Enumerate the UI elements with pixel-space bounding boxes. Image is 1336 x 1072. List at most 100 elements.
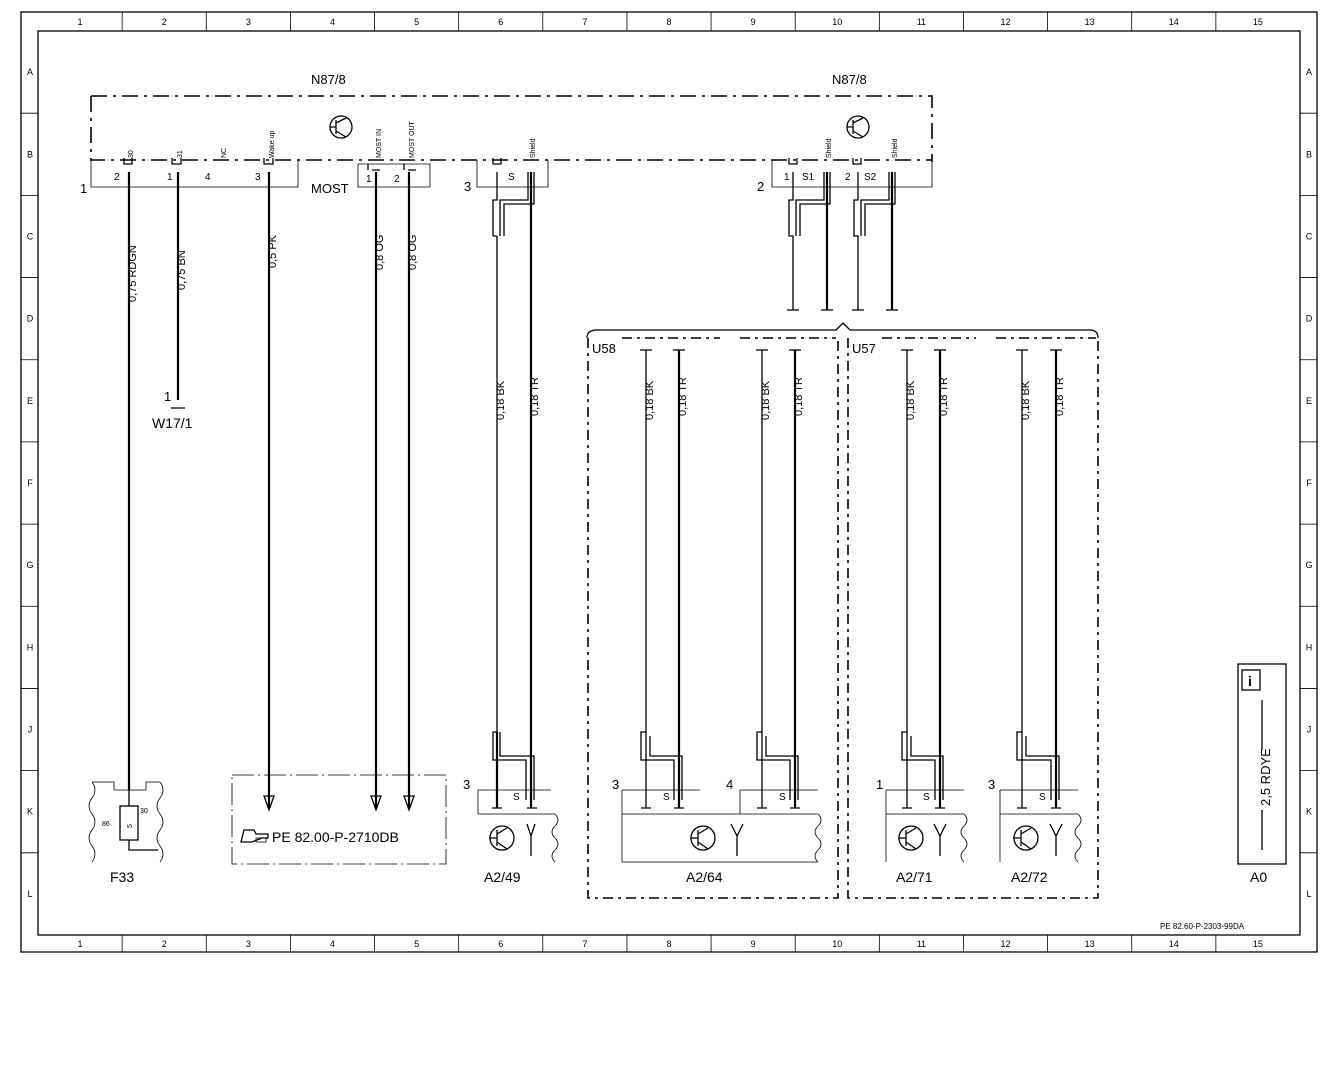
grid-row-label: H bbox=[27, 642, 34, 652]
a2-71-pin: 1 bbox=[876, 777, 883, 792]
a2-64: 3 4 S S A2/64 bbox=[612, 777, 822, 885]
grid-column-label: 10 bbox=[832, 17, 842, 27]
grid-column-label: 9 bbox=[751, 939, 756, 949]
grid-column-label: 11 bbox=[917, 939, 926, 949]
most-label: MOST bbox=[311, 181, 349, 196]
pin-label-nc: NC bbox=[221, 148, 228, 158]
w17-pin: 1 bbox=[164, 389, 171, 404]
connector-3-top: 3 S Shield bbox=[464, 138, 537, 194]
pin-label-most-out: MOST OUT bbox=[409, 120, 416, 158]
grid-row-label: C bbox=[1306, 231, 1313, 241]
pin-label-shield: Shield bbox=[826, 138, 833, 158]
u57-label: U57 bbox=[852, 341, 876, 356]
transistor-icon bbox=[329, 115, 353, 139]
a2-49-label: A2/49 bbox=[484, 869, 521, 885]
grid-row-label: E bbox=[1306, 396, 1312, 406]
bus-bracket bbox=[586, 322, 1099, 339]
pin-label-31: 31 bbox=[177, 150, 184, 158]
info-icon: i bbox=[1241, 669, 1261, 691]
u58-label: U58 bbox=[592, 341, 616, 356]
grid-column-label: 2 bbox=[162, 939, 167, 949]
reference-text: PE 82.00-P-2710DB bbox=[272, 829, 399, 845]
grid-column-label: 7 bbox=[582, 939, 587, 949]
grid-row-label: K bbox=[27, 807, 33, 817]
pin-s1: S1 bbox=[802, 172, 815, 183]
connector-2-top: 2 1 S1 2 S2 Shield Shield bbox=[757, 138, 899, 194]
grid-column-label: 5 bbox=[414, 17, 419, 27]
n87-right-wires bbox=[787, 172, 898, 311]
a2-49-pin: 3 bbox=[463, 777, 470, 792]
grid-row-label: F bbox=[1306, 478, 1312, 488]
a2-71-label: A2/71 bbox=[896, 869, 933, 885]
w17-label: W17/1 bbox=[152, 415, 193, 431]
grid-column-label: 3 bbox=[246, 939, 251, 949]
antenna-icon bbox=[730, 823, 744, 856]
wires-left: 0,75 RDGN 0,75 BN 0,5 PK 0,8 OG 0,8 OG 1… bbox=[127, 172, 419, 812]
a2-64-label: A2/64 bbox=[686, 869, 723, 885]
connector-3-number: 3 bbox=[464, 179, 471, 194]
document-id: PE 82.60-P-2303-99DA bbox=[1160, 922, 1245, 931]
grid-column-label: 7 bbox=[582, 17, 587, 27]
grid-row-label: F bbox=[27, 478, 33, 488]
wire-label-tr: 0,18 TR bbox=[529, 377, 541, 416]
pin-3: 3 bbox=[255, 172, 261, 183]
wire-label-bk: 0,18 BK bbox=[1020, 380, 1032, 420]
a0-info-box: i 2,5 RDYE A0 bbox=[1237, 663, 1287, 885]
f33-pin-30: 30 bbox=[140, 808, 148, 815]
grid-row-label: E bbox=[27, 396, 33, 406]
a2-72: 3 S A2/72 bbox=[988, 777, 1082, 885]
grid-column-label: 14 bbox=[1169, 939, 1179, 949]
grid-column-label: 13 bbox=[1085, 939, 1095, 949]
f33-fuse-value: 5 bbox=[127, 824, 134, 828]
pin-s: S bbox=[508, 172, 515, 183]
grid-row-label: G bbox=[26, 560, 33, 570]
most-pin-1: 1 bbox=[366, 174, 372, 185]
grid-row-label: B bbox=[1306, 149, 1312, 159]
pin-1-s1: 1 bbox=[784, 172, 790, 183]
transistor-icon bbox=[1013, 825, 1039, 851]
f33-pin-86: 86 bbox=[102, 821, 110, 828]
grid-column-label: 14 bbox=[1169, 17, 1179, 27]
grid-row-label: B bbox=[27, 149, 33, 159]
grid-column-label: 3 bbox=[246, 17, 251, 27]
a2-72-label: A2/72 bbox=[1011, 869, 1048, 885]
u57-harness: U57 0,18 BK 0,18 TR 0,18 BK 0,18 TR bbox=[847, 337, 1099, 899]
info-icon-glyph: i bbox=[1248, 673, 1252, 689]
pin-label-wake-up: Wake up bbox=[269, 131, 276, 158]
grid-row-label: D bbox=[1306, 314, 1313, 324]
a2-71: 1 S A2/71 bbox=[876, 777, 968, 885]
grid-row-label: G bbox=[1305, 560, 1312, 570]
wire-label-bk: 0,18 BK bbox=[760, 380, 772, 420]
grid-column-label: 13 bbox=[1085, 17, 1095, 27]
n87-left-label: N87/8 bbox=[311, 72, 346, 87]
wire-label-pk: 0,5 PK bbox=[267, 234, 279, 268]
wire-label-tr: 0,18 TR bbox=[677, 377, 689, 416]
a2-71-pin-s: S bbox=[923, 792, 930, 803]
pin-label-shield: Shield bbox=[530, 138, 537, 158]
wire-label-bk: 0,18 BK bbox=[644, 380, 656, 420]
wire-label-og: 0,8 OG bbox=[374, 235, 386, 270]
connector-1-number: 1 bbox=[80, 181, 87, 196]
grid-column-label: 6 bbox=[498, 17, 503, 27]
grid-column-label: 5 bbox=[414, 939, 419, 949]
grid-column-label: 11 bbox=[917, 17, 926, 27]
grid-column-label: 8 bbox=[666, 17, 671, 27]
connector-1: 1 2 1 4 3 1 2 30 31 NC Wake up MOST IN M… bbox=[80, 120, 416, 196]
a2-72-pin: 3 bbox=[988, 777, 995, 792]
grid-row-label: A bbox=[27, 67, 33, 77]
a0-label: A0 bbox=[1250, 869, 1267, 885]
pin-label-30: 30 bbox=[128, 150, 135, 158]
grid-column-label: 9 bbox=[751, 17, 756, 27]
grid-column-label: 6 bbox=[498, 939, 503, 949]
grid-column-label: 4 bbox=[330, 17, 335, 27]
grid-column-label: 1 bbox=[78, 939, 83, 949]
antenna-icon bbox=[1049, 823, 1063, 856]
a2-64-pin-s: S bbox=[779, 792, 786, 803]
transistor-icon bbox=[846, 115, 870, 139]
grid-row-label: L bbox=[27, 889, 32, 899]
wire-label-tr: 0,18 TR bbox=[793, 377, 805, 416]
a2-72-pin-s: S bbox=[1039, 792, 1046, 803]
wire-label-tr: 0,18 TR bbox=[1054, 377, 1066, 416]
wire-label-og: 0,8 OG bbox=[407, 235, 419, 270]
